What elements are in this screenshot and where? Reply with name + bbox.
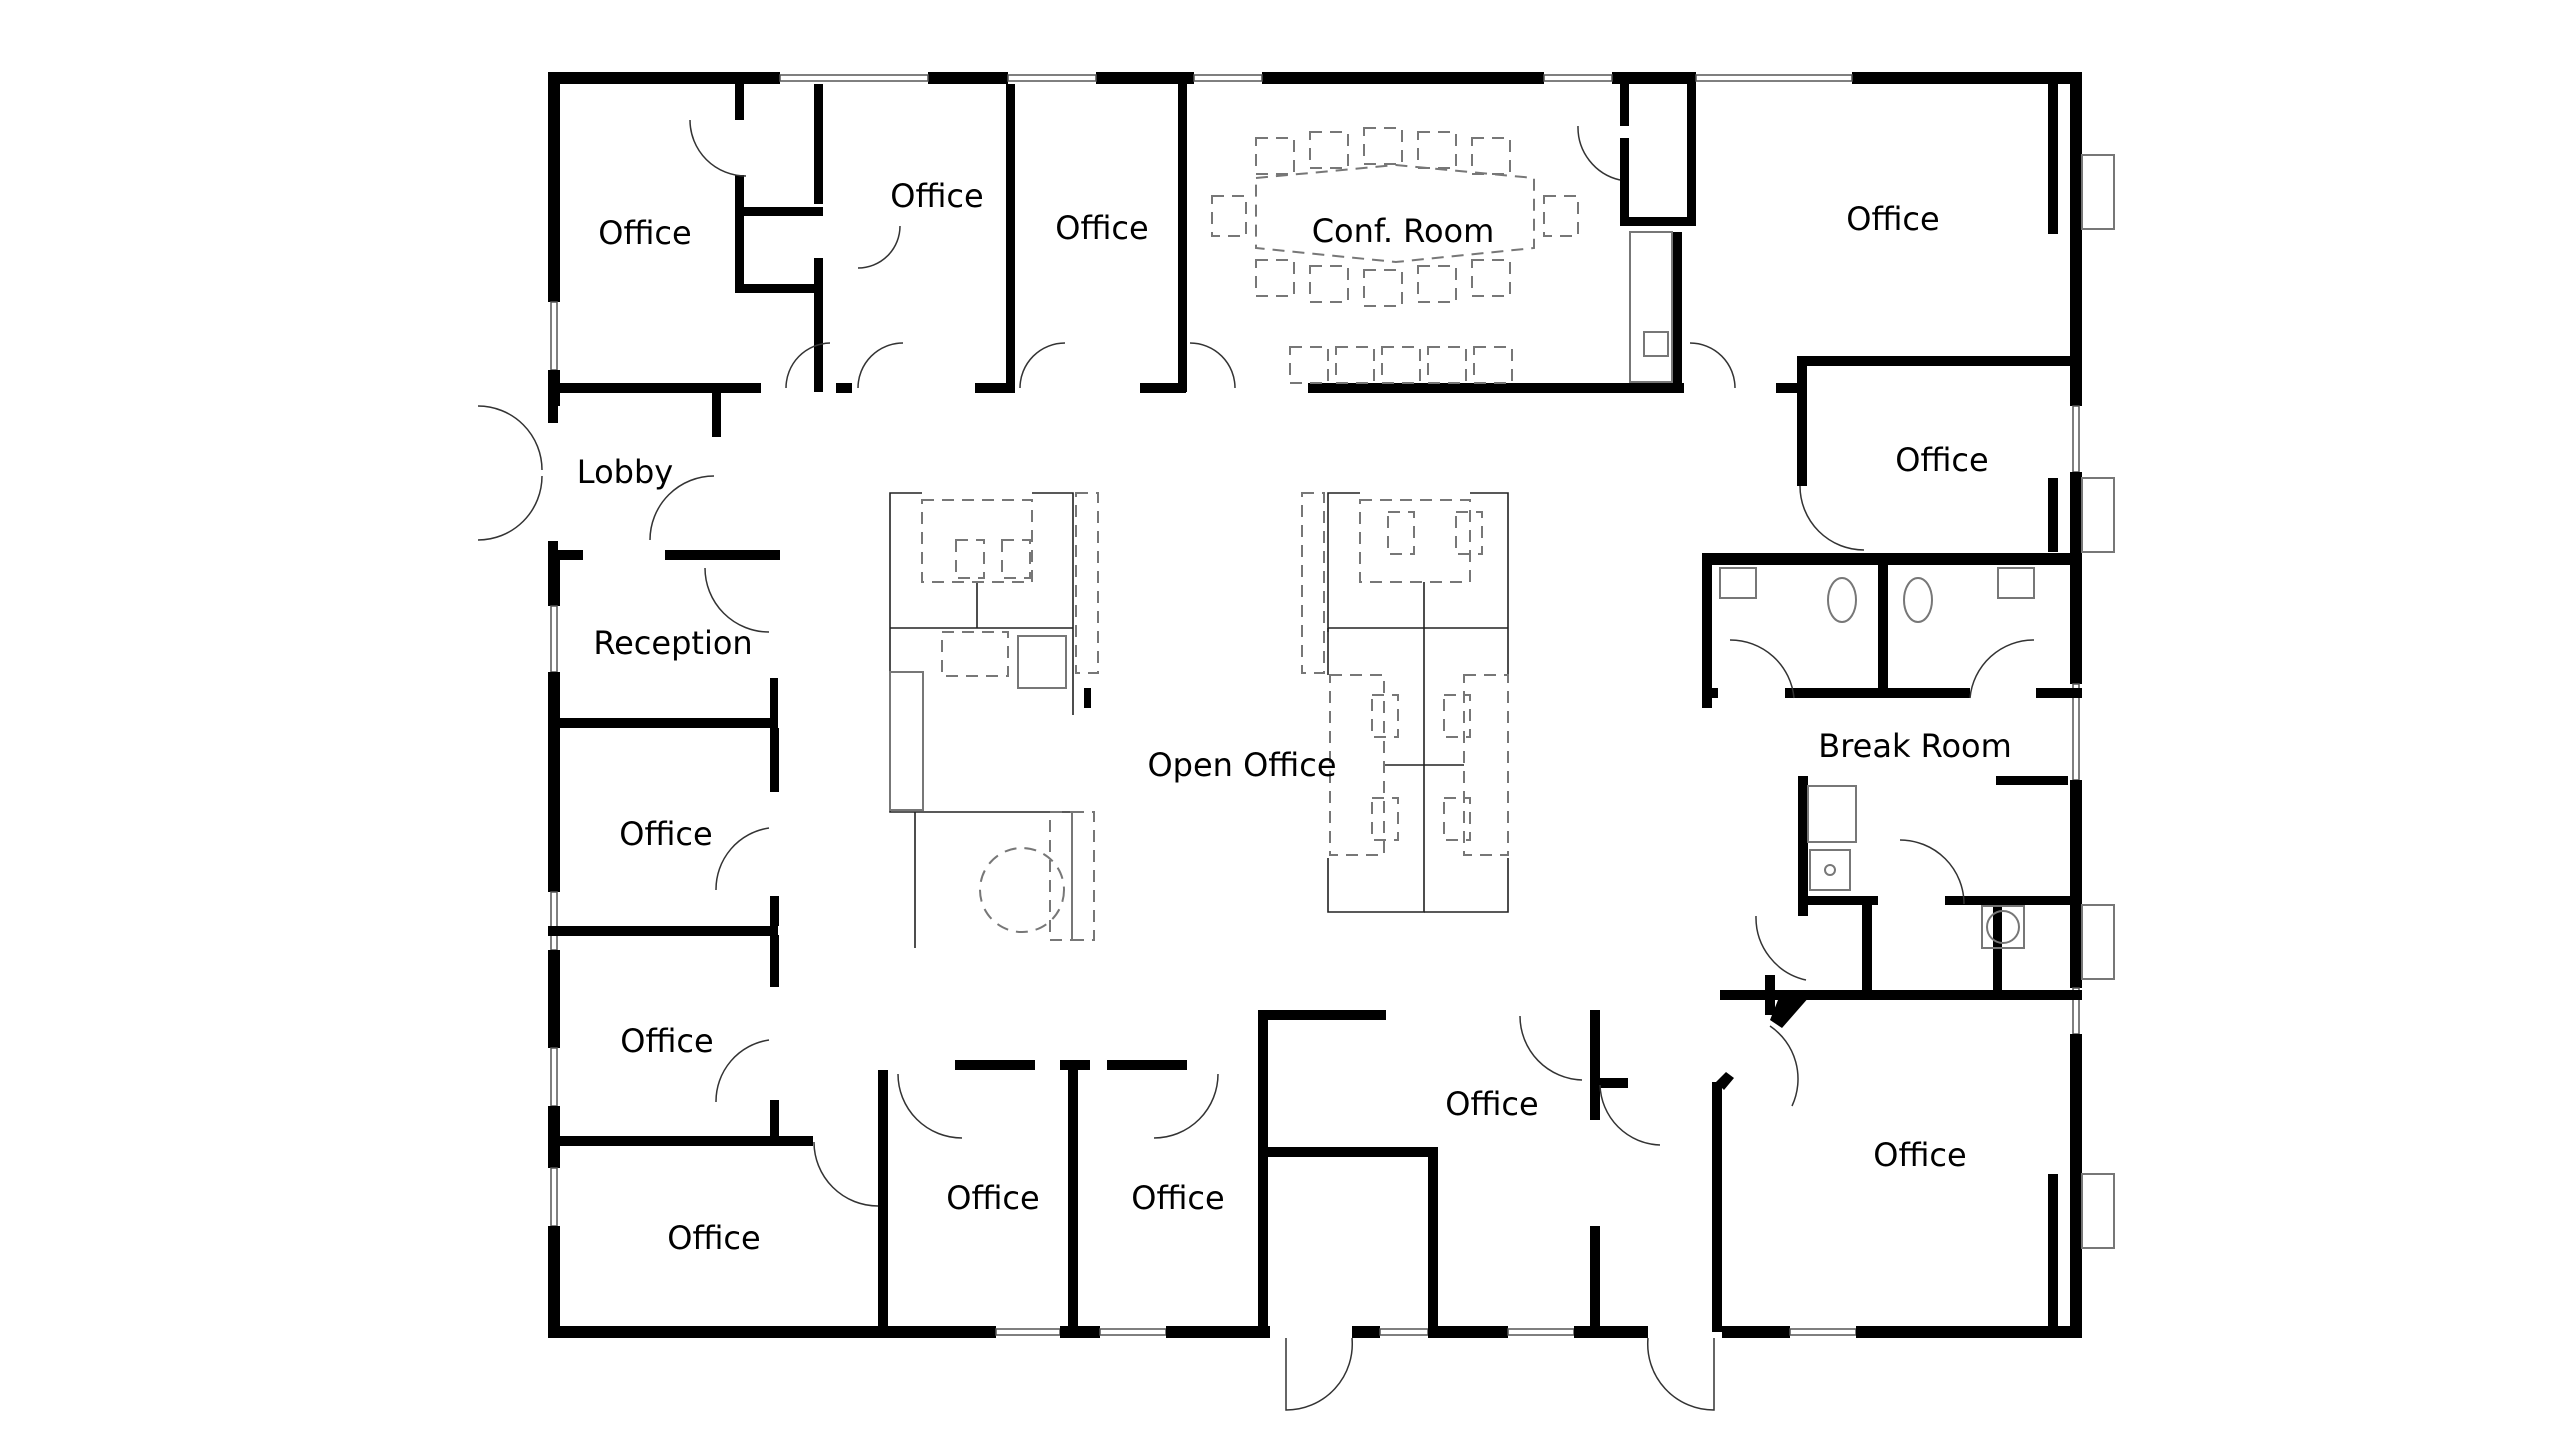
label-open-office: Open Office	[1147, 746, 1336, 784]
label-lobby: Lobby	[577, 453, 673, 491]
label-office-n3: Office	[1055, 209, 1148, 247]
label-office-nw: Office	[598, 214, 691, 252]
conf-furniture	[1211, 127, 1673, 384]
label-office-w2: Office	[620, 1022, 713, 1060]
label-office-s2: Office	[1131, 1179, 1224, 1217]
doors	[477, 119, 2035, 1411]
label-office-w1: Office	[619, 815, 712, 853]
label-office-s1: Office	[946, 1179, 1039, 1217]
label-office-n2: Office	[890, 177, 983, 215]
interior-walls	[548, 84, 2082, 1332]
restroom-fixtures	[1719, 567, 2035, 949]
label-conf-room: Conf. Room	[1312, 212, 1495, 250]
label-office-e: Office	[1895, 441, 1988, 479]
label-office-se: Office	[1873, 1136, 1966, 1174]
label-office-s3: Office	[1445, 1085, 1538, 1123]
label-office-sw: Office	[667, 1219, 760, 1257]
room-labels: Office Office Office Conf. Room Office L…	[577, 177, 2012, 1257]
label-reception: Reception	[593, 624, 752, 662]
label-break-room: Break Room	[1818, 727, 2012, 765]
cubicles	[889, 492, 1509, 948]
label-office-ne: Office	[1846, 200, 1939, 238]
